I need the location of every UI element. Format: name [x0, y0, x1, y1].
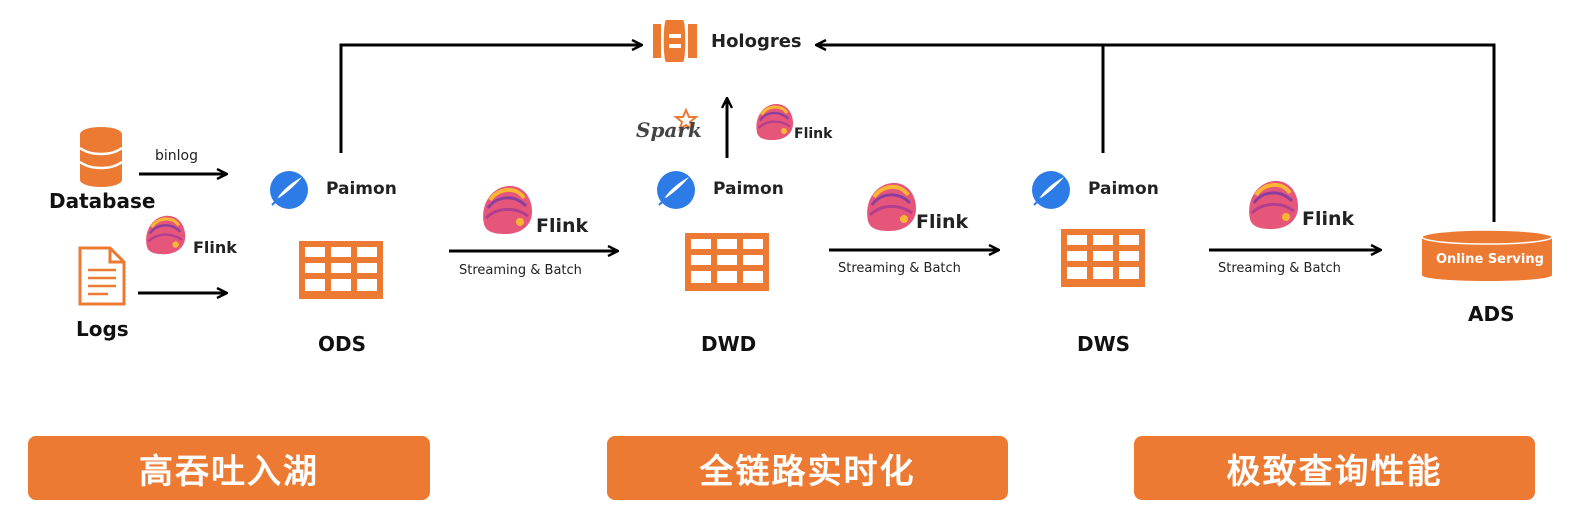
- dwd-dws-flink-label: Flink: [916, 211, 969, 233]
- dwd-table-icon: [685, 233, 769, 291]
- document-icon: [78, 246, 126, 306]
- source-flink-label: Flink: [193, 238, 237, 257]
- spark-star-icon: [673, 107, 699, 132]
- dws-paimon-icon: [1031, 170, 1071, 210]
- dws-table-icon: [1061, 229, 1145, 287]
- banner-query-performance-text: 极致查询性能: [1226, 451, 1443, 492]
- dwd-paimon-label: Paimon: [713, 179, 784, 199]
- hologres-flink-label: Flink: [794, 126, 833, 142]
- banner-realtime: 全链路实时化: [607, 436, 1008, 500]
- ads-to-hologres-arrow: [816, 45, 1496, 222]
- ods-dwd-flink-icon: [481, 183, 534, 236]
- banner-high-throughput: 高吞吐入湖: [28, 436, 430, 500]
- banner-realtime-text: 全链路实时化: [699, 451, 916, 492]
- ads-label: ADS: [1468, 302, 1515, 326]
- dws-ads-flink-icon: [1247, 178, 1300, 231]
- ods-paimon-icon: [269, 170, 309, 210]
- ods-dwd-mode-label: Streaming & Batch: [459, 263, 582, 278]
- ods-dwd-flink-label: Flink: [536, 215, 589, 237]
- hologres-icon: [653, 20, 697, 62]
- dwd-dws-mode-label: Streaming & Batch: [838, 261, 961, 276]
- ods-to-hologres-arrow: [339, 45, 642, 153]
- binlog-label: binlog: [155, 148, 198, 164]
- hologres-flink-icon: [754, 102, 795, 142]
- banner-query-performance: 极致查询性能: [1134, 436, 1535, 500]
- spark-label: Spark: [636, 118, 702, 142]
- dws-ads-mode-label: Streaming & Batch: [1218, 261, 1341, 276]
- database-label: Database: [49, 189, 156, 213]
- hologres-label: Hologres: [711, 31, 802, 52]
- banner-high-throughput-text: 高吞吐入湖: [139, 451, 319, 492]
- dws-paimon-label: Paimon: [1088, 179, 1159, 199]
- dwd-label: DWD: [701, 332, 757, 356]
- dwd-dws-flink-icon: [865, 180, 918, 233]
- database-icon: [79, 127, 123, 187]
- dwd-paimon-icon: [656, 170, 696, 210]
- ods-label: ODS: [318, 332, 367, 356]
- dws-ads-flink-label: Flink: [1302, 208, 1355, 230]
- source-flink-icon: [144, 214, 187, 256]
- ods-paimon-label: Paimon: [326, 179, 397, 199]
- online-serving-icon: [1421, 229, 1553, 281]
- dws-label: DWS: [1077, 332, 1131, 356]
- online-serving-label: Online Serving: [1436, 252, 1544, 267]
- ods-table-icon: [299, 241, 383, 299]
- logs-label: Logs: [76, 317, 129, 341]
